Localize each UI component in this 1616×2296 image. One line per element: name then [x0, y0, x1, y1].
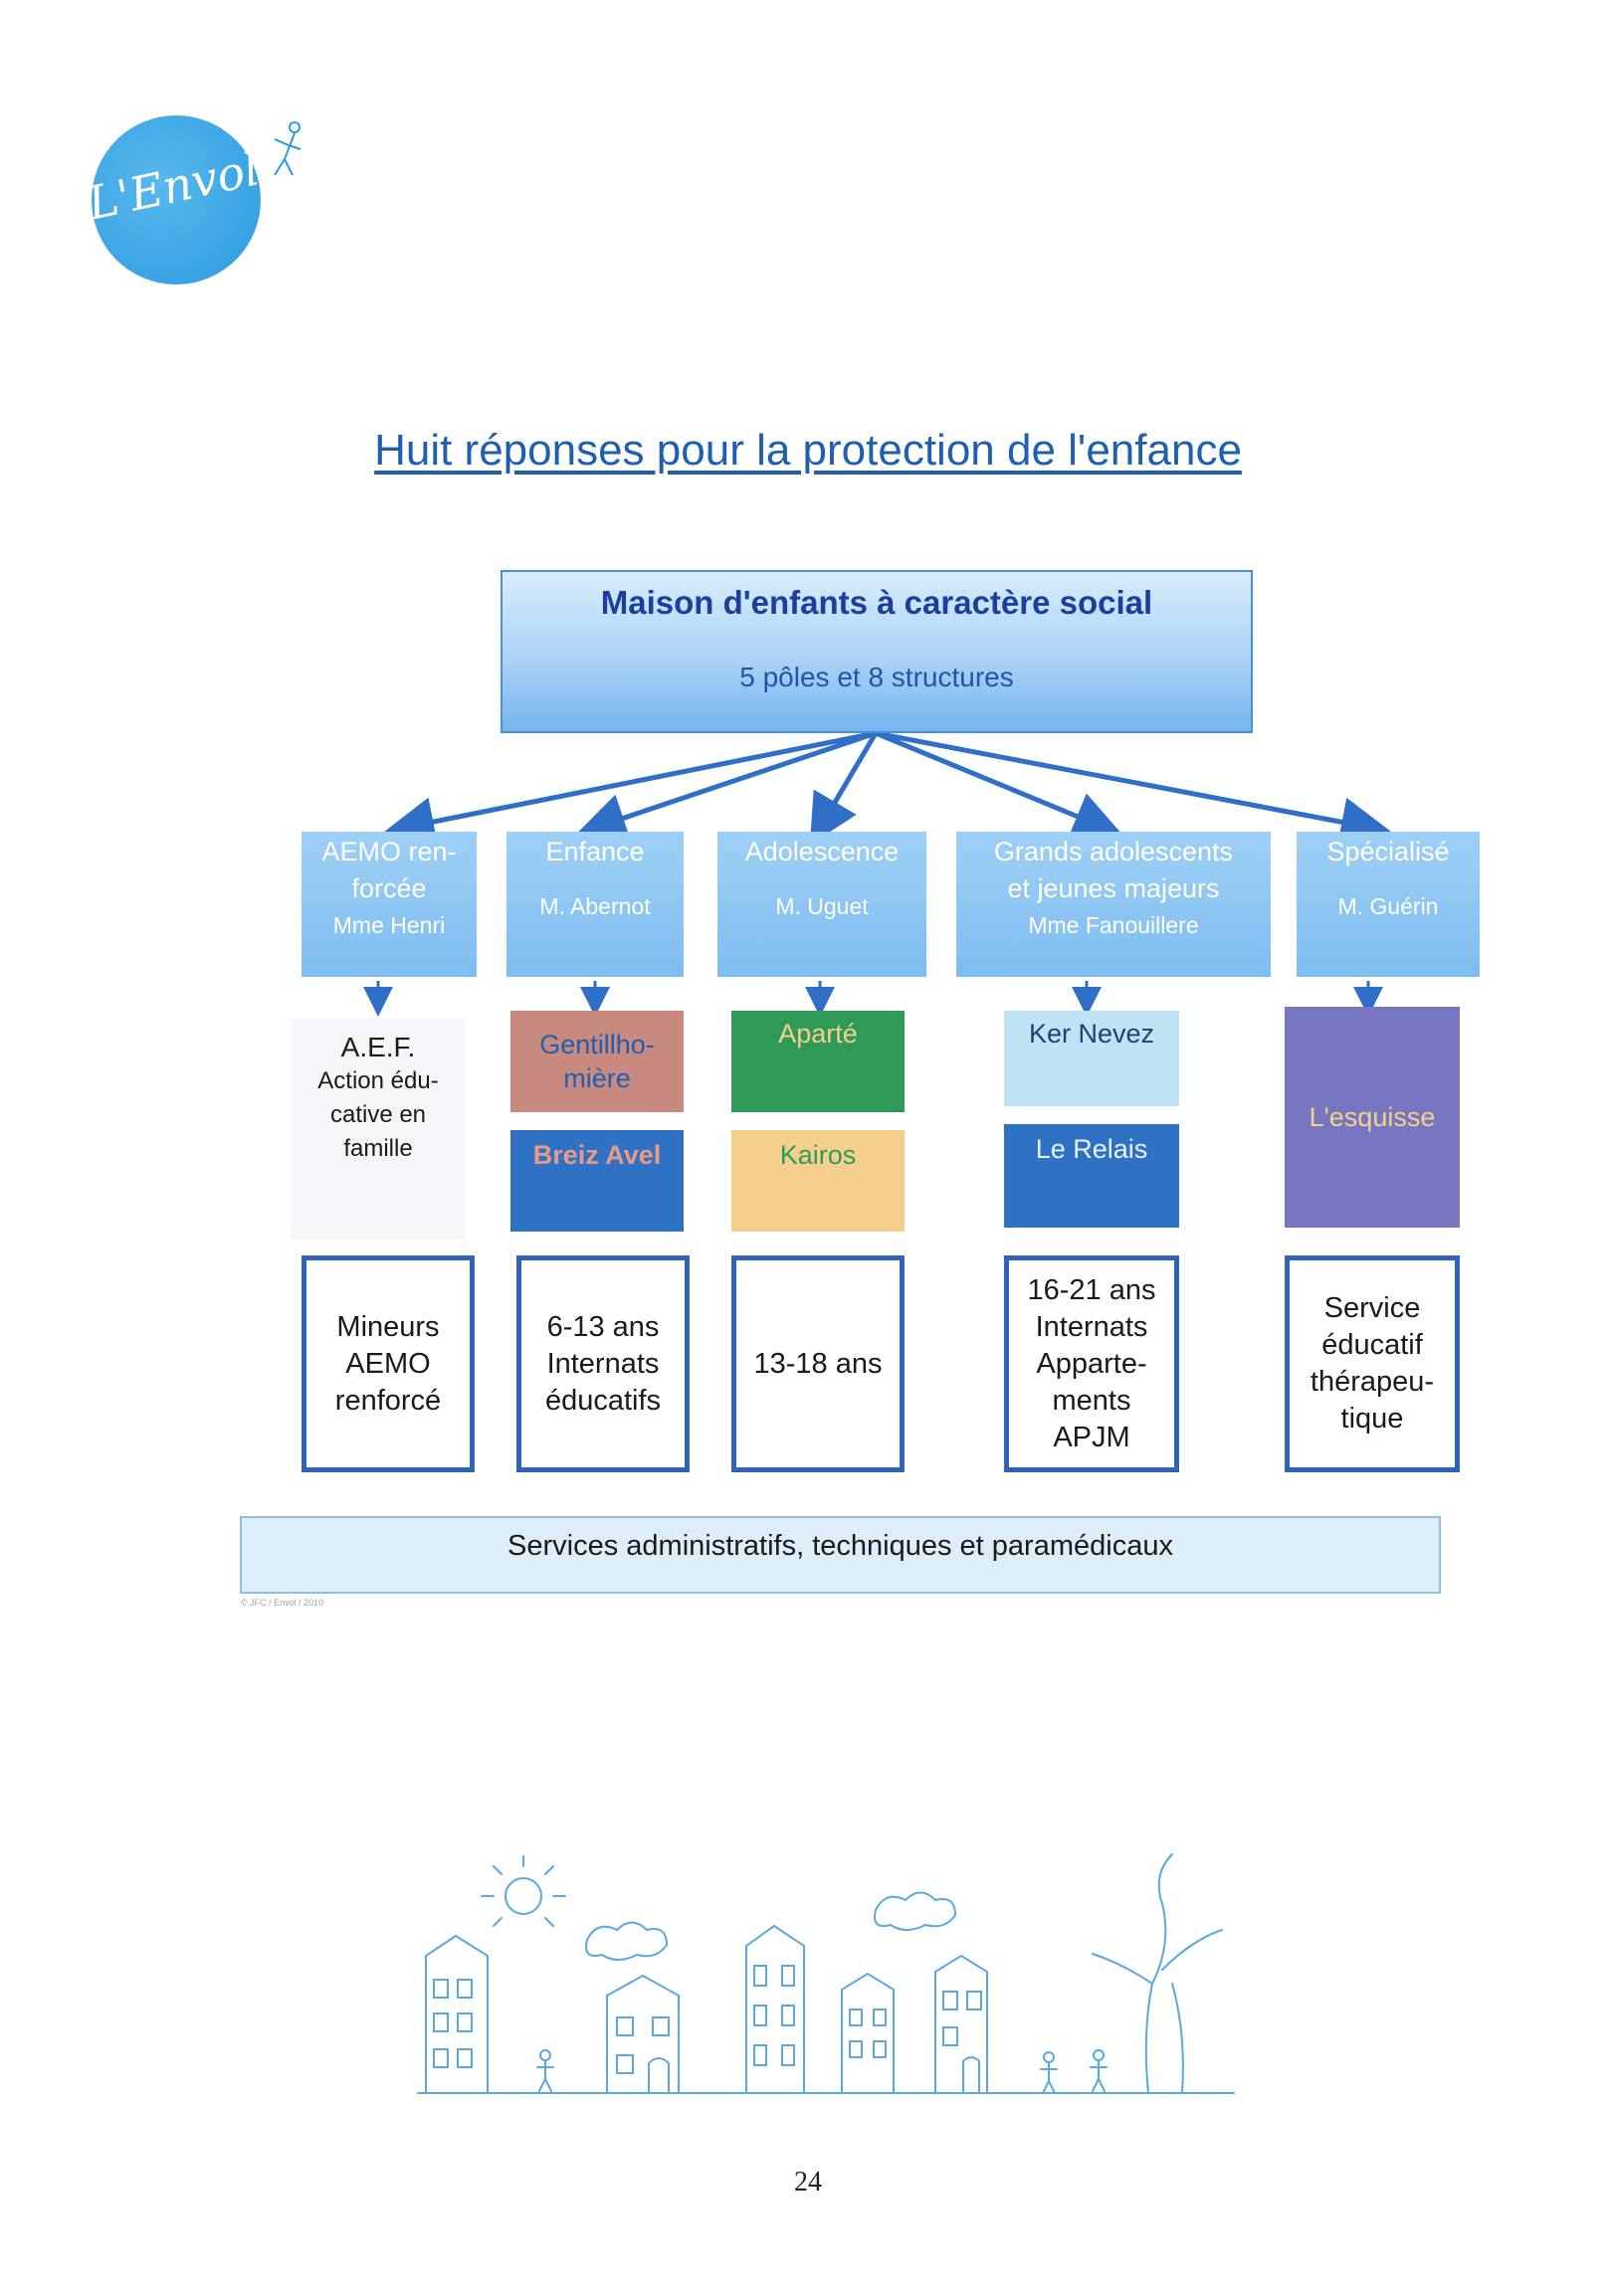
pole-adolescence: Adolescence M. Uguet — [717, 832, 926, 977]
age-line: 6-13 ans — [546, 1310, 660, 1343]
pole-aemo: AEMO ren- forcée Mme Henri — [302, 832, 477, 977]
pole-name: Enfance — [545, 837, 645, 866]
page-number: 24 — [794, 2167, 822, 2198]
age-box-aemo: Mineurs AEMO renforcé — [302, 1255, 475, 1472]
pole-manager: Mme Henri — [332, 912, 446, 938]
age-box-grands: 16-21 ans Internats Apparte- ments APJM — [1004, 1255, 1179, 1472]
structure-esquisse: L'esquisse — [1285, 1007, 1460, 1228]
age-line: APJM — [1053, 1421, 1130, 1453]
pole-manager: M. Uguet — [775, 893, 869, 919]
structure-ker-nevez: Ker Nevez — [1004, 1011, 1179, 1106]
structure-kairos: Kairos — [731, 1130, 905, 1232]
pole-name: Spécialisé — [1326, 837, 1450, 866]
age-line: ments — [1052, 1384, 1131, 1417]
pole-specialise: Spécialisé M. Guérin — [1297, 832, 1480, 977]
structure-desc: famille — [343, 1135, 413, 1162]
services-bar: Services administratifs, techniques et p… — [240, 1516, 1441, 1594]
pole-manager: Mme Fanouillere — [1028, 912, 1199, 938]
structure-aparte: Aparté — [731, 1011, 905, 1112]
age-line: éducatif — [1321, 1329, 1423, 1361]
pole-name: et jeunes majeurs — [1007, 873, 1220, 903]
age-line: thérapeu- — [1310, 1366, 1435, 1398]
structure-desc: Action édu- — [317, 1067, 439, 1094]
age-box-enfance: 6-13 ans Internats éducatifs — [516, 1255, 690, 1472]
structure-le-relais: Le Relais — [1004, 1124, 1179, 1228]
structure-aef: A.E.F. Action édu- cative en famille — [291, 1019, 466, 1240]
arrow-to-aemo — [384, 730, 877, 847]
age-box-adolescence: 13-18 ans — [731, 1255, 905, 1472]
age-line: 16-21 ans — [1027, 1273, 1156, 1306]
root-title: Maison d'enfants à caractère social — [600, 584, 1153, 621]
arrow-to-specialise — [875, 730, 1391, 847]
root-subtitle: 5 pôles et 8 structures — [739, 662, 1014, 692]
structure-title: A.E.F. — [340, 1032, 416, 1062]
pole-manager: M. Guérin — [1337, 893, 1439, 919]
age-line: Apparte- — [1036, 1347, 1147, 1380]
age-line: 13-18 ans — [753, 1347, 883, 1380]
age-line: AEMO — [345, 1347, 431, 1380]
logo-circle — [92, 115, 261, 285]
structure-gentillhomiere: Gentillho- mière — [510, 1011, 684, 1112]
arrow-to-adolescence — [809, 731, 879, 846]
pole-grands-adolescents: Grands adolescents et jeunes majeurs Mme… — [956, 832, 1271, 977]
structure-desc: cative en — [329, 1101, 427, 1128]
age-box-specialise: Service éducatif thérapeu- tique — [1285, 1255, 1460, 1472]
age-line: tique — [1340, 1403, 1404, 1435]
arrow-to-grands — [875, 730, 1123, 840]
age-line: renforcé — [334, 1384, 442, 1417]
pole-name: Grands adolescents — [993, 837, 1234, 866]
structure-breiz-avel: Breiz Avel — [510, 1130, 684, 1232]
age-line: Internats — [1035, 1310, 1148, 1343]
age-line: Mineurs — [336, 1310, 440, 1343]
structure-name: Gentillho- — [539, 1030, 655, 1059]
root-box: Maison d'enfants à caractère social 5 pô… — [501, 570, 1253, 733]
pole-manager: M. Abernot — [539, 893, 651, 919]
age-line: Internats — [546, 1347, 660, 1380]
page-title: Huit réponses pour la protection de l'en… — [374, 426, 1242, 475]
pole-name: Adolescence — [744, 837, 900, 866]
age-line: éducatifs — [544, 1384, 662, 1417]
pole-name: AEMO ren- — [321, 837, 457, 866]
age-line: Service — [1323, 1292, 1421, 1324]
pole-name: forcée — [351, 873, 427, 903]
pole-enfance: Enfance M. Abernot — [506, 832, 684, 977]
copyright: © JFC / Envol / 2010 — [241, 1598, 324, 1608]
arrow-to-enfance — [576, 730, 877, 843]
structure-name: mière — [563, 1063, 631, 1093]
